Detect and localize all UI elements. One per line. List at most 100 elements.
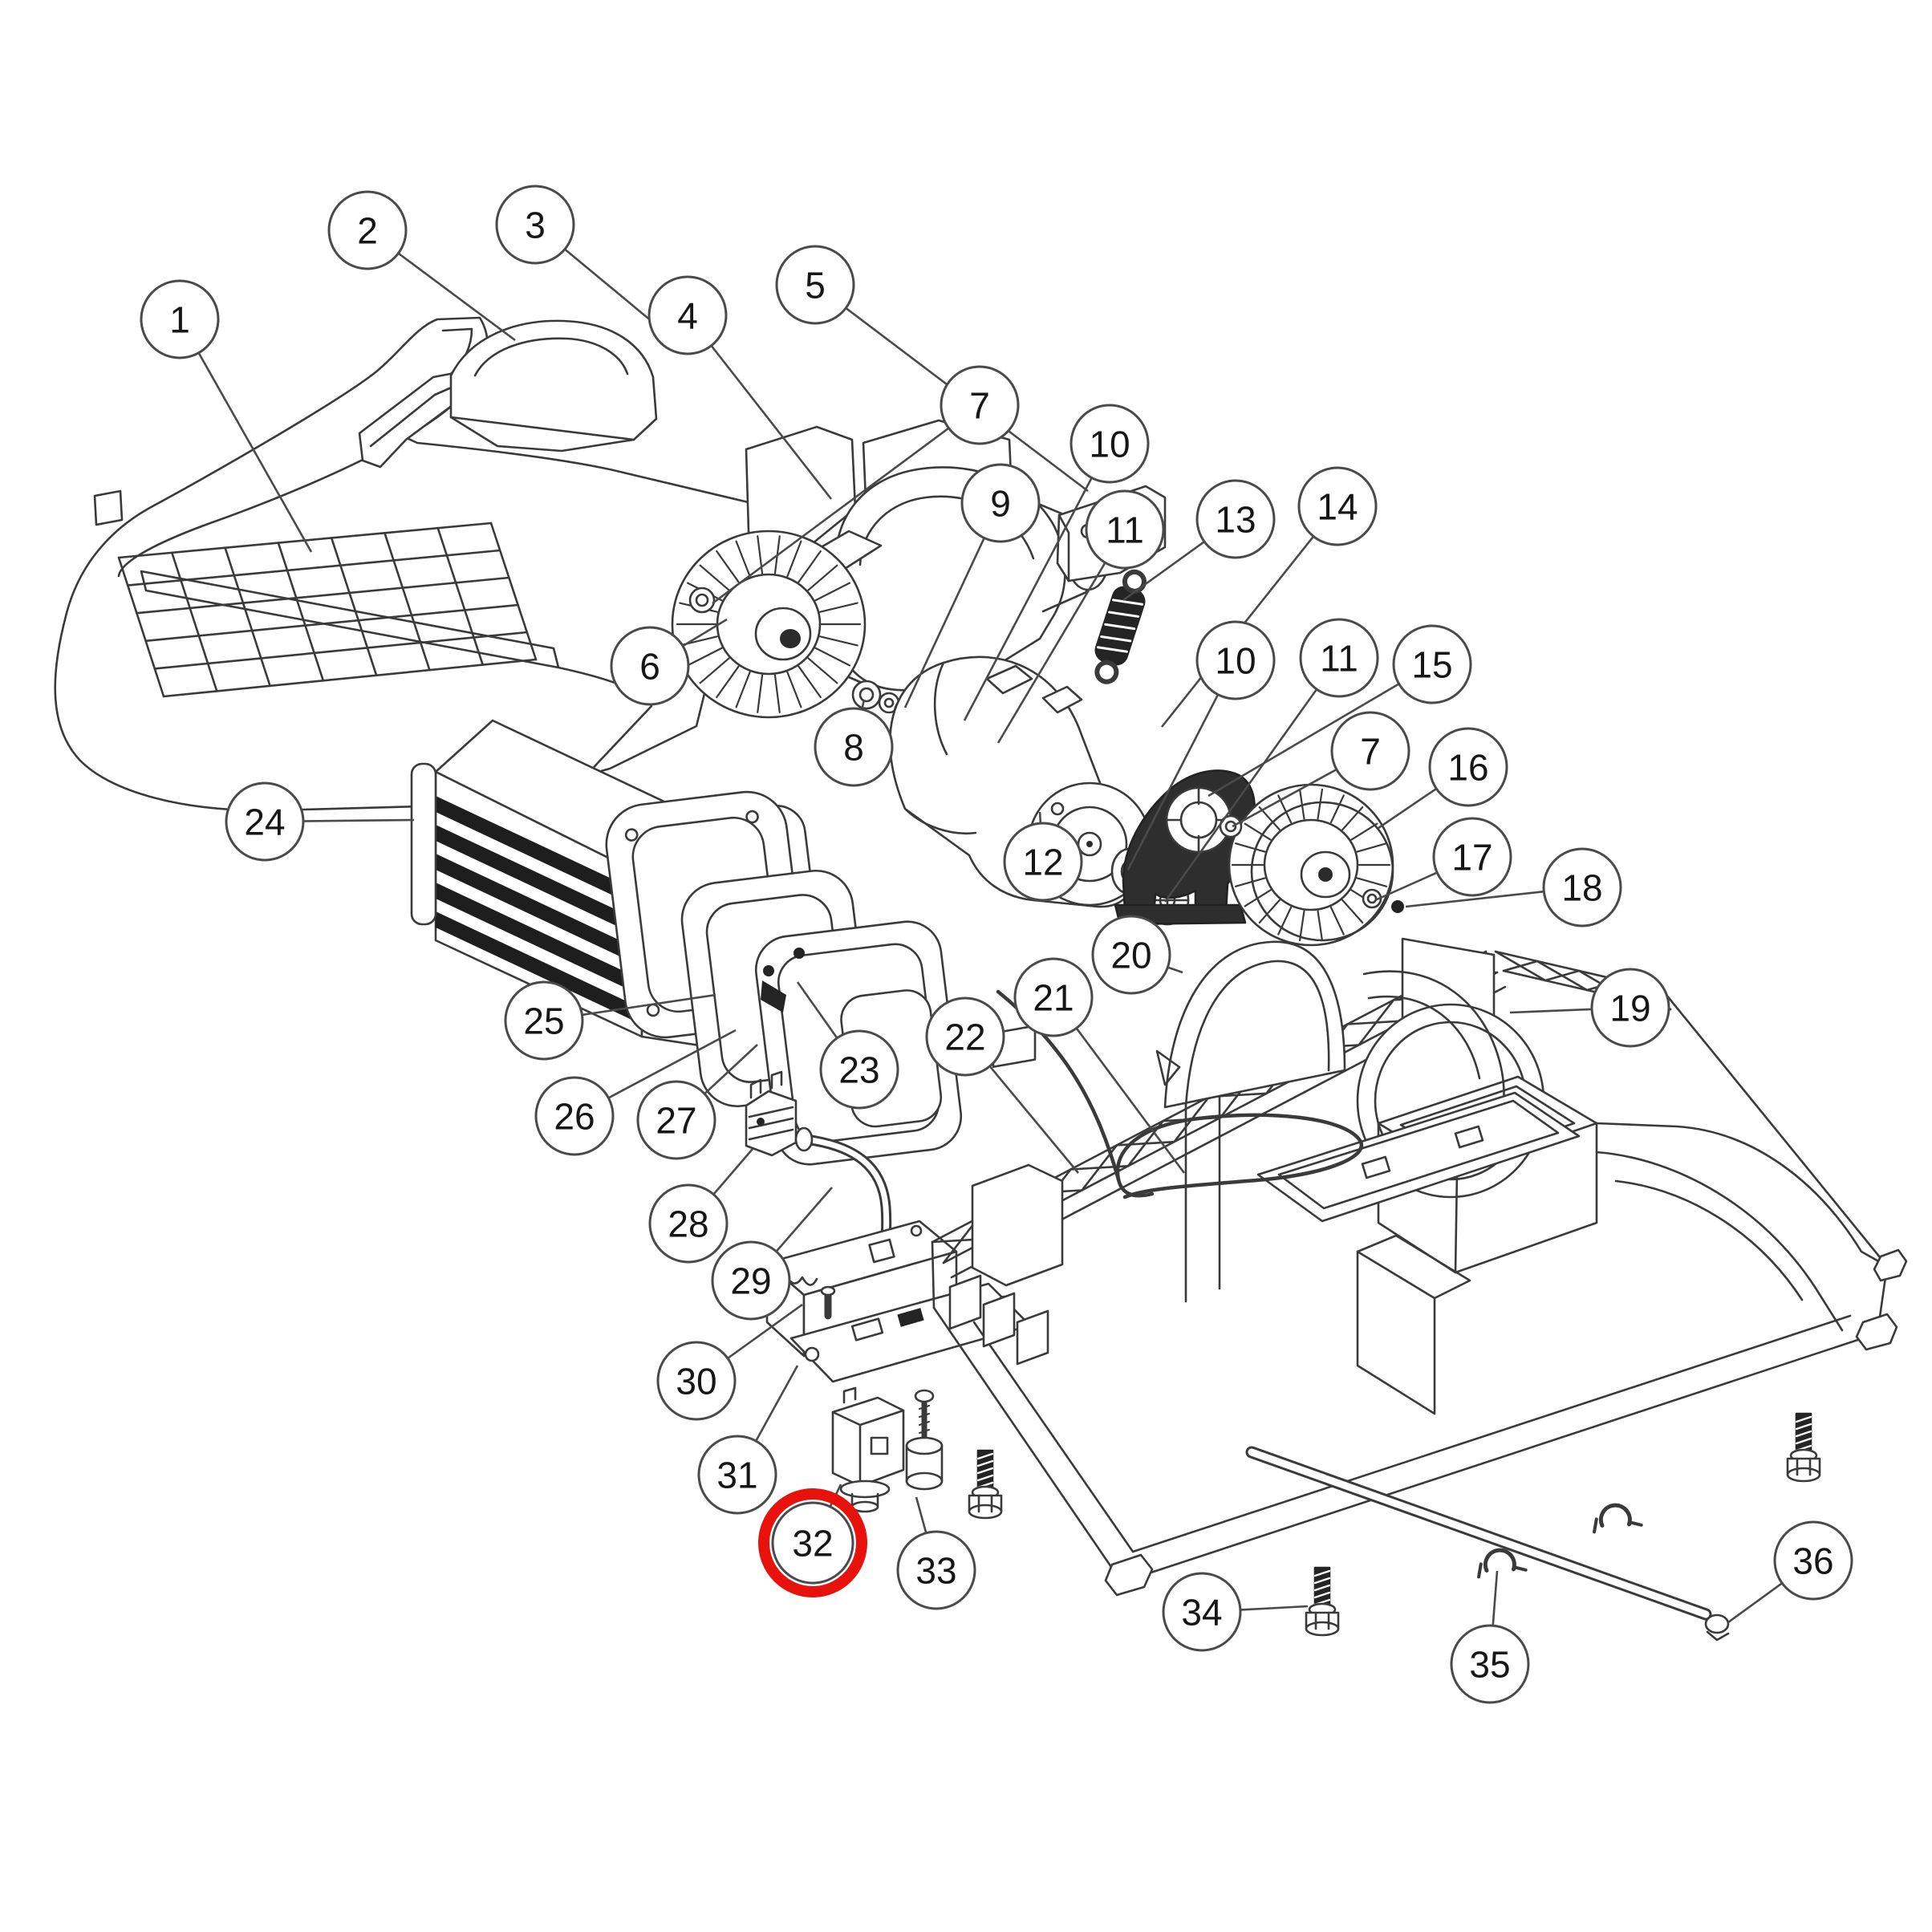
callout-number: 20 <box>1110 935 1151 976</box>
leader-line-15 <box>1208 683 1399 798</box>
callout-circle <box>1003 822 1083 902</box>
callout-2: 2 <box>327 190 408 270</box>
callout-3: 3 <box>495 185 575 265</box>
callout-circle <box>495 185 575 265</box>
callout-circle <box>648 1183 729 1264</box>
callout-7a: 7 <box>940 365 1020 445</box>
part-cover-plate <box>1256 1091 1581 1223</box>
callout-circle <box>1195 620 1276 700</box>
leader-line-30 <box>728 1303 803 1359</box>
part-gasket-clip-23 <box>761 948 805 1013</box>
callout-24: 24 <box>225 781 305 862</box>
callout-number: 8 <box>843 727 864 769</box>
part-air-dome <box>1155 940 1505 1154</box>
callout-20: 20 <box>1091 915 1171 995</box>
callout-14: 14 <box>1297 466 1378 546</box>
callout-circle <box>327 190 408 270</box>
part-blower-wheel-left <box>671 530 867 719</box>
callout-number: 14 <box>1317 486 1358 528</box>
callout-number: 31 <box>716 1455 757 1496</box>
leader-line-7a <box>712 428 949 605</box>
callout-number: 7 <box>969 385 990 427</box>
leader-line-21 <box>1076 1028 1186 1174</box>
leader-line-28 <box>712 1148 753 1195</box>
leader-line-36 <box>1727 1582 1783 1624</box>
callout-number: 5 <box>805 265 826 306</box>
highlight-ring <box>758 1488 867 1597</box>
callout-circle <box>647 275 728 355</box>
callout-number: 30 <box>676 1361 716 1402</box>
callout-30: 30 <box>656 1341 737 1421</box>
callout-circle <box>1450 1624 1530 1704</box>
callout-23: 23 <box>819 1029 899 1110</box>
leader-line-19 <box>1509 1008 1592 1014</box>
callout-number: 4 <box>677 295 698 337</box>
callout-6: 6 <box>610 626 690 706</box>
callout-8: 8 <box>814 707 894 787</box>
callout-31: 31 <box>697 1435 777 1515</box>
callout-number: 16 <box>1447 747 1488 789</box>
leader-line-13 <box>1122 541 1205 602</box>
callout-number: 11 <box>1106 509 1144 551</box>
callout-17: 17 <box>1432 817 1512 897</box>
leader-line-1 <box>197 353 313 553</box>
callout-circle <box>711 1240 791 1321</box>
leader-line-25 <box>582 993 716 1017</box>
part-ignition-unit <box>831 1386 905 1513</box>
callout-number: 11 <box>1320 638 1358 680</box>
callout-circle <box>1162 1572 1242 1652</box>
callout-28: 28 <box>648 1183 729 1264</box>
callout-circle <box>504 980 584 1061</box>
callout-circle <box>697 1435 777 1515</box>
callout-circle <box>775 245 855 325</box>
callout-circle <box>1392 624 1472 704</box>
callout-number: 23 <box>838 1049 879 1091</box>
callout-number: 28 <box>668 1203 708 1245</box>
callout-circle <box>814 707 894 787</box>
callout-number: 7 <box>1360 731 1381 773</box>
callout-circle <box>1091 915 1171 995</box>
callout-34: 34 <box>1162 1572 1242 1652</box>
callout-27: 27 <box>636 1080 716 1160</box>
callout-26: 26 <box>534 1076 615 1156</box>
callout-circle <box>1590 968 1670 1048</box>
part-motor-mount <box>1114 769 1256 926</box>
callout-22: 22 <box>925 996 1005 1077</box>
callout-18: 18 <box>1542 847 1622 927</box>
part-clamps <box>1477 1503 1643 1579</box>
callout-number: 9 <box>990 483 1011 525</box>
part-tension-spring <box>1094 569 1147 684</box>
leader-line-9 <box>903 538 985 708</box>
leader-line-17 <box>1374 871 1437 902</box>
leader-line-16 <box>1378 788 1437 830</box>
part-screw-bolts <box>968 1412 1821 1637</box>
callout-number: 15 <box>1411 644 1452 686</box>
leader-line-10b <box>1126 694 1219 871</box>
callout-circle <box>656 1341 737 1421</box>
callout-circle <box>636 1080 716 1160</box>
leader-line-26 <box>608 1029 737 1099</box>
callout-circle <box>896 1530 976 1610</box>
part-spacer <box>905 1389 944 1491</box>
callout-number: 33 <box>915 1550 956 1592</box>
leader-line-31 <box>755 1365 799 1441</box>
callout-13: 13 <box>1195 479 1276 559</box>
callout-circle <box>1428 727 1508 807</box>
callout-number: 12 <box>1022 842 1063 883</box>
callout-circle <box>225 781 305 862</box>
callout-number: 27 <box>656 1100 696 1142</box>
leader-line-33 <box>915 1496 927 1533</box>
callout-10a: 10 <box>1070 404 1150 484</box>
callout-circle <box>819 1029 899 1110</box>
callout-12: 12 <box>1003 822 1083 902</box>
callout-circle <box>1070 404 1150 484</box>
callout-33: 33 <box>896 1530 976 1610</box>
callout-number: 32 <box>792 1523 833 1565</box>
callout-number: 1 <box>169 299 190 341</box>
leader-line-20 <box>1167 966 1183 974</box>
leader-lines <box>197 249 1783 1626</box>
callout-number: 10 <box>1089 424 1130 465</box>
leader-line-4 <box>711 345 833 500</box>
callout-32: 32 <box>758 1488 867 1597</box>
callout-11a: 11 <box>1085 489 1165 570</box>
